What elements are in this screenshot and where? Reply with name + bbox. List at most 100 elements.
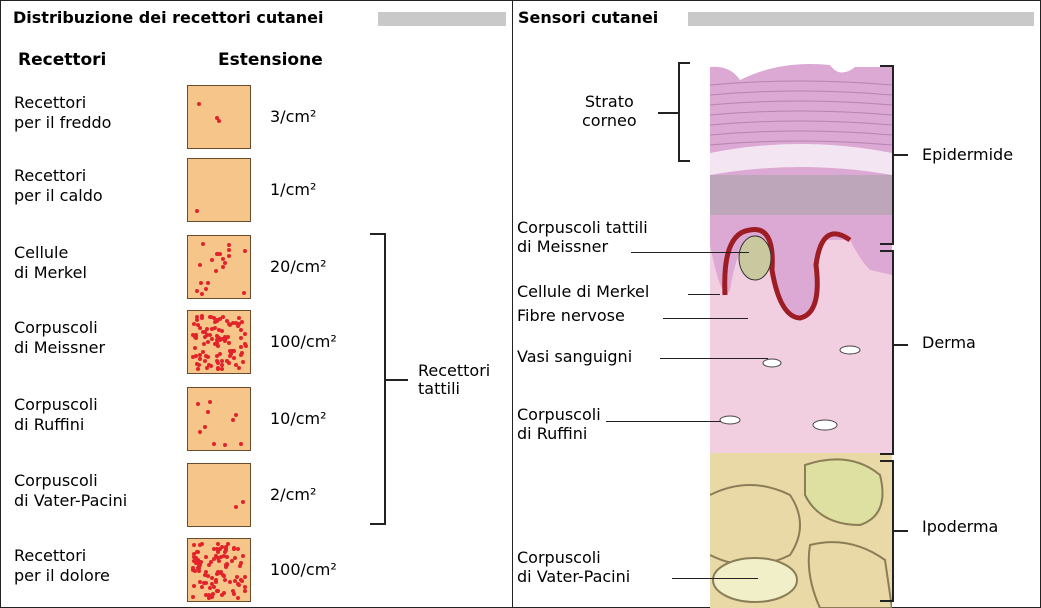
receptor-dot <box>240 320 244 324</box>
receptor-dot <box>193 346 197 350</box>
receptor-dot <box>220 363 224 367</box>
label-meissner: Corpuscoli tattili di Meissner <box>517 218 648 256</box>
receptor-dot <box>215 572 219 576</box>
receptor-dot <box>228 323 232 327</box>
density-square <box>187 235 251 299</box>
receptor-dot <box>227 248 231 252</box>
receptor-dot <box>239 336 243 340</box>
receptor-dot <box>203 359 207 363</box>
receptor-dot <box>223 578 227 582</box>
receptor-dot <box>218 352 222 356</box>
receptor-dot <box>241 554 245 558</box>
label-strato-corneo: Strato corneo <box>582 92 637 130</box>
receptor-dot <box>234 413 238 417</box>
receptor-dot <box>220 593 224 597</box>
ipoderma-tick <box>894 530 908 532</box>
density-value: 100/cm² <box>270 560 337 579</box>
density-value: 1/cm² <box>270 180 316 199</box>
receptor-dot <box>206 410 210 414</box>
receptor-dot <box>240 579 244 583</box>
receptor-dot <box>216 367 220 371</box>
receptor-dot <box>197 102 201 106</box>
receptor-dot <box>191 595 195 599</box>
column-header-extent: Estensione <box>218 50 323 70</box>
receptor-dot <box>204 287 208 291</box>
layer-derma: Derma <box>922 333 976 352</box>
strato-bracket <box>678 62 690 162</box>
receptor-dot <box>216 589 220 593</box>
density-square <box>187 463 251 527</box>
leader-fibre <box>663 318 748 319</box>
receptor-dot <box>242 291 246 295</box>
derma-tick <box>894 344 908 346</box>
receptor-dot <box>216 344 220 348</box>
pacini-corpuscle <box>713 558 797 602</box>
receptor-dot <box>216 361 220 365</box>
receptor-dot <box>195 318 199 322</box>
receptor-dot <box>204 581 208 585</box>
receptor-dot <box>223 443 227 447</box>
receptor-dot <box>210 327 214 331</box>
receptor-dot <box>238 564 242 568</box>
receptor-dot <box>239 353 243 357</box>
receptor-dot <box>226 542 230 546</box>
panel-divider <box>512 0 513 608</box>
layer-epidermide: Epidermide <box>922 145 1013 164</box>
label-ruffini: Corpuscoli di Ruffini <box>517 405 601 443</box>
layer-ipoderma: Ipoderma <box>922 517 998 536</box>
receptor-dot <box>212 547 216 551</box>
receptor-label: Corpuscoli di Meissner <box>14 318 105 358</box>
left-title-bar <box>378 12 506 26</box>
receptor-dot <box>231 418 235 422</box>
receptor-label: Recettori per il dolore <box>14 546 110 586</box>
receptor-dot <box>227 243 231 247</box>
receptor-dot <box>220 329 224 333</box>
leader-merkel <box>688 294 720 295</box>
receptor-dot <box>232 356 236 360</box>
tactile-bracket <box>370 233 386 525</box>
receptor-dot <box>208 400 212 404</box>
receptor-dot <box>214 580 218 584</box>
receptor-dot <box>197 560 201 564</box>
epidermide-bracket <box>880 65 894 245</box>
receptor-dot <box>227 254 231 258</box>
receptor-dot <box>241 360 245 364</box>
receptor-dot <box>195 209 199 213</box>
receptor-dot <box>218 547 222 551</box>
receptor-dot <box>230 349 234 353</box>
receptor-dot <box>234 505 238 509</box>
label-merkel: Cellule di Merkel <box>517 282 649 301</box>
receptor-label: Recettori per il caldo <box>14 166 103 206</box>
receptor-dot <box>196 402 200 406</box>
receptor-dot <box>202 342 206 346</box>
tactile-receptors-label: Recettori tattili <box>418 362 490 398</box>
receptor-dot <box>212 442 216 446</box>
density-square <box>187 158 251 222</box>
receptor-dot <box>200 292 204 296</box>
leader-ruffini <box>606 421 721 422</box>
receptor-dot <box>192 584 196 588</box>
receptor-dot <box>228 580 232 584</box>
density-value: 2/cm² <box>270 485 316 504</box>
receptor-dot <box>212 316 216 320</box>
density-square <box>187 85 251 149</box>
receptor-dot <box>204 354 208 358</box>
density-square <box>187 310 251 374</box>
receptor-dot <box>198 357 202 361</box>
receptor-dot <box>204 555 208 559</box>
receptor-dot <box>241 500 245 504</box>
receptor-dot <box>221 257 225 261</box>
receptor-dot <box>243 585 247 589</box>
receptor-dot <box>212 557 216 561</box>
receptor-dot <box>196 367 200 371</box>
leader-vasi <box>660 358 768 359</box>
receptor-dot <box>210 337 214 341</box>
receptor-dot <box>221 265 225 269</box>
density-value: 10/cm² <box>270 409 327 428</box>
label-fibre: Fibre nervose <box>517 306 625 325</box>
receptor-dot <box>236 596 240 600</box>
right-panel-title: Sensori cutanei <box>518 8 658 27</box>
receptor-dot <box>199 281 203 285</box>
receptor-dot <box>219 555 223 559</box>
receptor-dot <box>236 547 240 551</box>
